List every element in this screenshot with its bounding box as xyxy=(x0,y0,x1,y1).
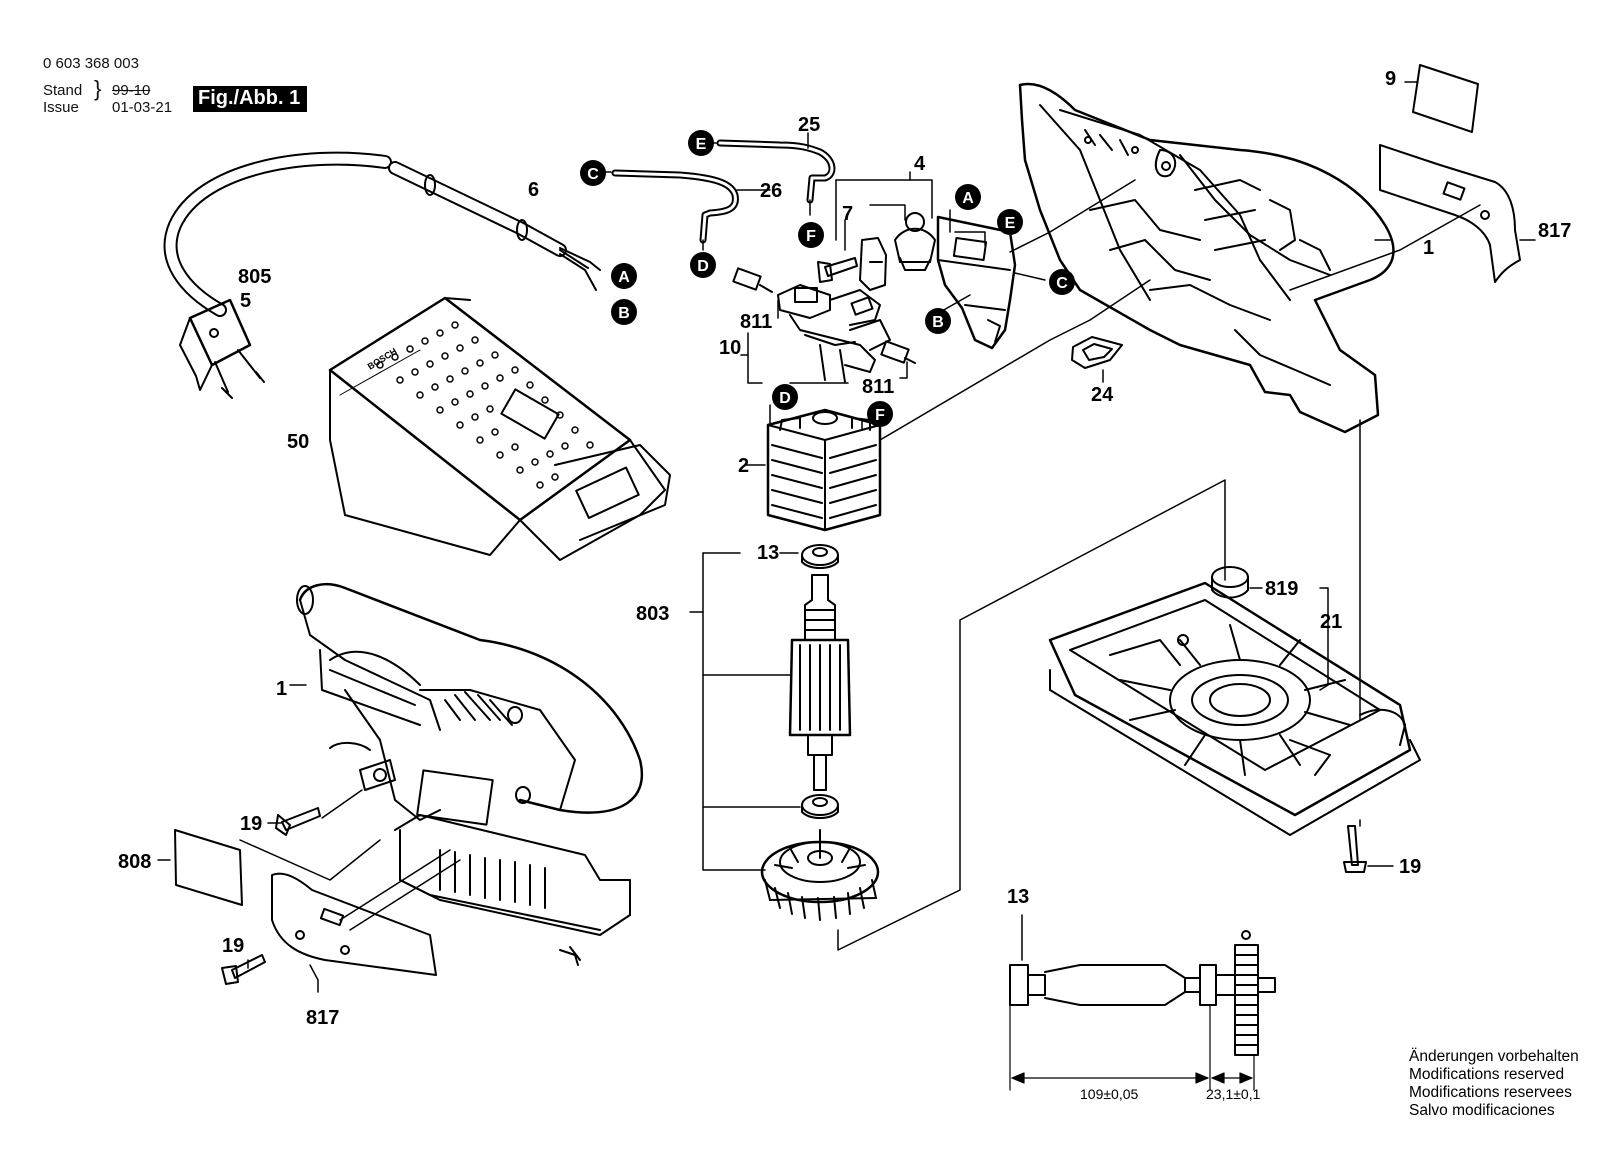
wire-25 xyxy=(716,139,836,204)
connector-e-switch: E xyxy=(1005,215,1016,232)
side-cover-817-right xyxy=(1379,144,1521,283)
callout-10: 10 xyxy=(719,337,741,359)
carbon-brush-top xyxy=(732,267,773,293)
callout-4: 4 xyxy=(914,153,926,175)
part-callouts: 1 1 2 4 5 6 7 9 10 13 13 19 19 19 21 24 … xyxy=(118,68,1571,1029)
housing-shell xyxy=(1018,82,1395,434)
callout-5: 5 xyxy=(240,290,251,312)
callout-808: 808 xyxy=(118,851,151,873)
screw-19-right xyxy=(1343,825,1367,873)
bearing-13-bottom xyxy=(801,794,839,819)
side-cover-817-left xyxy=(271,872,437,976)
callout-19-right: 19 xyxy=(1399,856,1421,878)
callout-24: 24 xyxy=(1091,384,1114,406)
brush-holder xyxy=(777,284,891,383)
screw-7 xyxy=(817,257,858,283)
capacitor xyxy=(859,237,887,291)
base-plate xyxy=(1048,581,1421,836)
bearing-819 xyxy=(1211,566,1249,599)
note-french: Modifications reservees xyxy=(1409,1084,1572,1101)
wire-26 xyxy=(611,169,739,244)
callout-26: 26 xyxy=(760,180,782,202)
connector-d-stator: D xyxy=(779,390,791,407)
dimension-offset: 23,1±0,1 xyxy=(1206,1086,1261,1102)
callout-25: 25 xyxy=(798,114,820,136)
fan xyxy=(760,829,880,921)
connector-a-cord: A xyxy=(618,269,630,286)
screw-19-left xyxy=(275,807,321,836)
bearing-13-top xyxy=(801,544,839,569)
callout-21: 21 xyxy=(1320,611,1342,633)
connector-b-cord: B xyxy=(618,305,630,322)
callout-50: 50 xyxy=(287,431,309,453)
callout-2: 2 xyxy=(738,455,749,477)
callout-1-top: 1 xyxy=(1423,237,1434,259)
armature xyxy=(788,574,852,791)
callout-19-left: 19 xyxy=(240,813,262,835)
brace-glyph: } xyxy=(94,76,102,101)
connector-d-wire: D xyxy=(697,258,709,275)
connector-f-stator: F xyxy=(875,407,885,424)
dust-box xyxy=(328,296,671,561)
callout-7: 7 xyxy=(842,203,853,225)
new-date: 01-03-21 xyxy=(112,99,173,116)
power-plug xyxy=(179,298,265,399)
connector-f-wire: F xyxy=(806,228,816,245)
callout-803: 803 xyxy=(636,603,669,625)
connector-e-wire: E xyxy=(696,136,707,153)
callout-13-top: 13 xyxy=(757,542,779,564)
callout-817-left: 817 xyxy=(306,1007,339,1029)
callout-13-bottom: 13 xyxy=(1007,886,1029,908)
callout-19-lower: 19 xyxy=(222,935,244,957)
label-plate-808 xyxy=(174,829,243,906)
part-number: 0 603 368 003 xyxy=(43,55,139,72)
connector-a-switch: A xyxy=(962,190,974,207)
modifications-notice: Änderungen vorbehalten Modifications res… xyxy=(1409,1048,1579,1120)
carbon-brush-bottom xyxy=(880,340,916,364)
callout-817-right: 817 xyxy=(1538,220,1571,242)
assembled-sander xyxy=(296,583,643,966)
label-plate-9 xyxy=(1412,64,1479,133)
note-spanish: Salvo modificaciones xyxy=(1409,1102,1555,1119)
connector-c-switch: C xyxy=(1056,275,1068,292)
issue-label: Issue xyxy=(43,99,79,116)
screw-19-lower xyxy=(221,954,266,985)
part-24 xyxy=(1071,336,1123,369)
power-cord xyxy=(163,151,601,317)
connector-c-wire: C xyxy=(587,166,599,183)
armature-dimension-drawing xyxy=(1009,914,1276,1056)
dimension-length: 109±0,05 xyxy=(1080,1086,1139,1102)
callout-811-b: 811 xyxy=(862,376,894,398)
switch-terminal xyxy=(894,212,936,271)
stator xyxy=(766,408,882,532)
note-english: Modifications reserved xyxy=(1409,1066,1565,1083)
old-date: 99-10 xyxy=(112,82,151,99)
callout-6: 6 xyxy=(528,179,539,201)
callout-9: 9 xyxy=(1385,68,1396,90)
stand-label: Stand xyxy=(43,82,83,99)
connector-b-switch: B xyxy=(932,314,944,331)
connector-badges: A B C E D F A E C B D F xyxy=(580,130,1075,427)
switch xyxy=(936,215,1017,350)
figure-label: Fig./Abb. 1 xyxy=(193,86,308,112)
callout-1-left: 1 xyxy=(276,678,287,700)
note-german: Änderungen vorbehalten xyxy=(1409,1048,1579,1065)
callout-811-a: 811 xyxy=(740,311,772,333)
dimension-lines xyxy=(1009,1004,1255,1091)
callout-805: 805 xyxy=(238,266,271,288)
callout-819: 819 xyxy=(1265,578,1298,600)
